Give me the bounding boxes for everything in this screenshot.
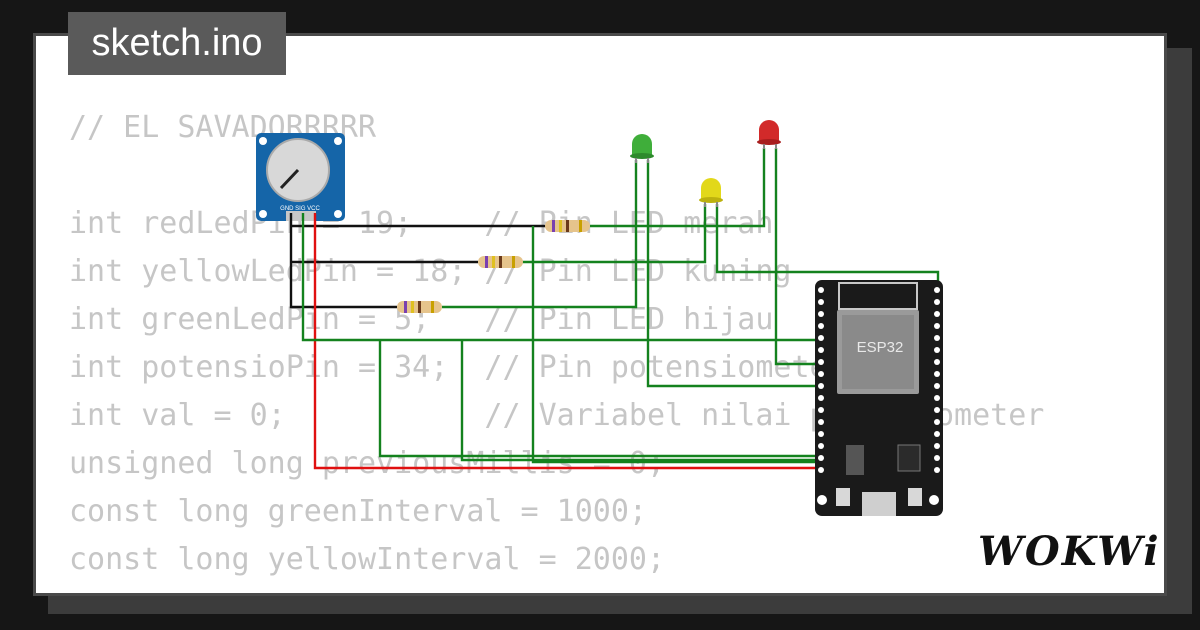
board-label: ESP32	[857, 339, 904, 356]
file-tab[interactable]: sketch.ino	[68, 12, 286, 75]
resistor[interactable]	[478, 256, 523, 268]
led-red[interactable]	[757, 120, 781, 149]
potentiometer[interactable]: GND SIG VCC	[256, 133, 345, 221]
esp32-board[interactable]: ESP32	[815, 280, 943, 516]
pot-pin-labels: GND SIG VCC	[280, 206, 320, 212]
wokwi-logo: WOKWi	[978, 528, 1161, 575]
wires	[289, 148, 940, 470]
code-line: int potensioPin = 34; // Pin potensiomet…	[69, 350, 846, 385]
code-line: const long yellowInterval = 2000;	[69, 542, 666, 577]
led-yellow[interactable]	[699, 178, 723, 207]
resistor[interactable]	[545, 220, 590, 232]
code-line: const long redInterval = 1000;	[69, 584, 1044, 593]
resistor[interactable]	[397, 301, 442, 313]
led-green[interactable]	[630, 134, 654, 163]
code-line: unsigned long previousMillis = 0;	[69, 446, 666, 481]
code-line: int val = 0; // Variabel nilai potensiom…	[69, 398, 1045, 433]
code-line: const long greenInterval = 1000;	[69, 494, 647, 529]
